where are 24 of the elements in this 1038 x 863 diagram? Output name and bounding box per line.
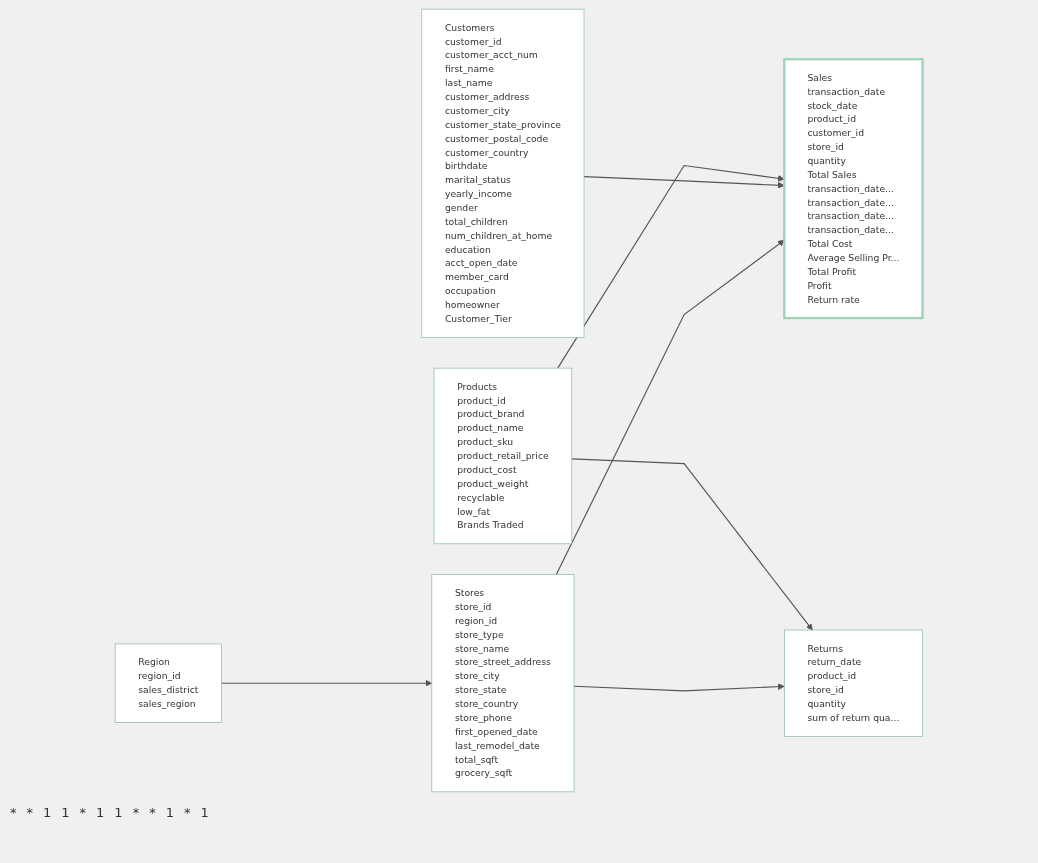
arrow	[573, 682, 785, 691]
cardinality-label: *	[132, 805, 140, 820]
cardinality-label: *	[149, 805, 156, 820]
arrow	[221, 679, 433, 687]
cardinality-label: *	[10, 805, 17, 820]
cardinality-label: 1	[43, 805, 52, 820]
node-box: Stores store_id region_id store_type store_name store_street_address store_city store_state store_country store_phone first_opened_date last_remodel_date total_sqft grocery_sqft	[431, 573, 575, 792]
node-box: Products product_id product_brand product_name product_sku product_retail_price product_cost product_weight recyclable low_fat Brands Traded	[433, 367, 573, 544]
node-box: Sales transaction_date stock_date product_id customer_id store_id quantity Total Sales transaction_date... transaction_date... transaction_date... transaction_date... Total Cost Average Selling Pr... Total Profit Profit Return rate	[783, 57, 924, 319]
arrow	[583, 175, 785, 189]
cardinality-label: 1	[200, 805, 209, 820]
cardinality-label: 1	[96, 805, 105, 820]
cardinality-label: 1	[61, 805, 70, 820]
node-box: Returns return_date product_id store_id quantity sum of return qua...	[784, 629, 923, 737]
arrow	[557, 164, 785, 369]
cardinality-label: *	[183, 805, 191, 820]
arrow	[555, 239, 785, 575]
arrow	[571, 457, 813, 630]
cardinality-label: 1	[114, 805, 123, 820]
cardinality-label: 1	[165, 805, 174, 820]
cardinality-label: *	[79, 805, 87, 820]
node-box: Customers customer_id customer_acct_num first_name last_name customer_address customer_city customer_state_province customer_postal_code customer_country birthdate marital_status yearly_income gender total_children num_children_at_home education acct_open_date member_card occupation homeowner Customer_Tier	[421, 8, 585, 338]
cardinality-label: *	[26, 805, 33, 820]
node-box: Region region_id sales_district sales_region	[114, 643, 223, 723]
